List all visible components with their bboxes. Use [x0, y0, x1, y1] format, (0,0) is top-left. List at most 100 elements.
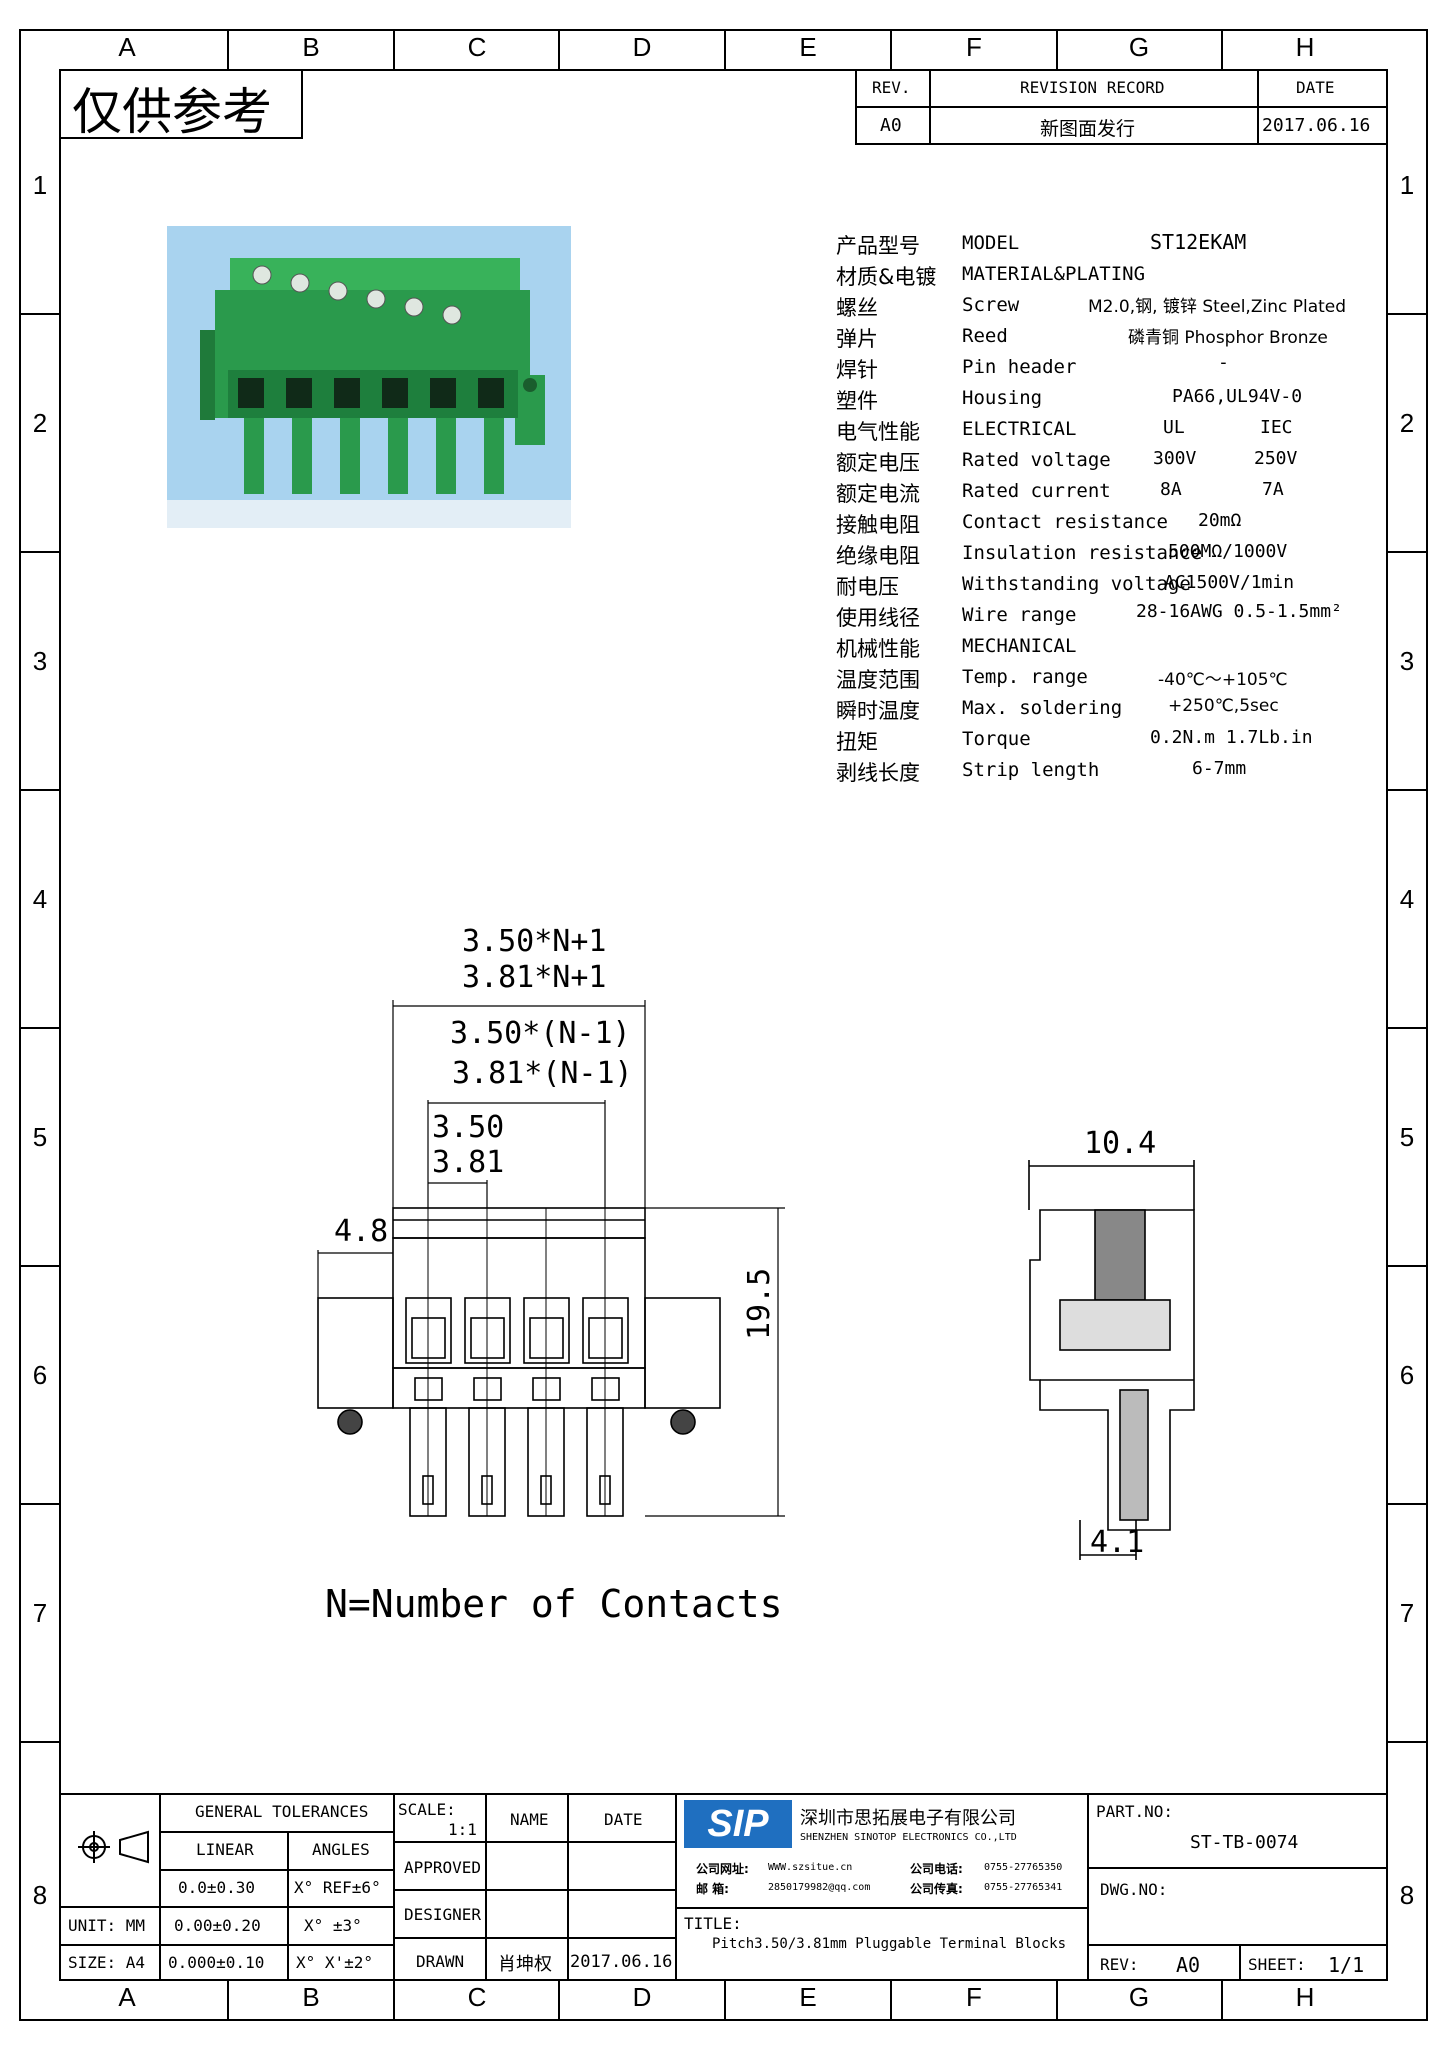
spec-pin-value: - — [1218, 352, 1229, 373]
zone-col-e: E — [799, 32, 817, 62]
part-no-label: PART.NO: — [1096, 1802, 1174, 1821]
dim-flange: 4.8 — [334, 1214, 389, 1249]
drawn-label: DRAWN — [416, 1952, 465, 1971]
zone-row-6: 6 — [32, 1360, 48, 1390]
zone-col-c: C — [467, 32, 487, 62]
company-logo: SIP — [684, 1800, 792, 1848]
linear-label: LINEAR — [196, 1840, 254, 1859]
dim-pitch-381: 3.81 — [432, 1145, 505, 1180]
spec-withstand-value: AC1500V/1min — [1164, 572, 1295, 593]
spec-insulation-en: Insulation resistance — [962, 542, 1203, 564]
spec-solder-cn: 瞬时温度 — [836, 699, 920, 723]
rev-label-tb: REV: — [1100, 1955, 1139, 1974]
spec-wire-en: Wire range — [962, 604, 1077, 626]
zone-row-3: 3 — [32, 646, 48, 676]
zone-row-1-right: 1 — [1399, 170, 1415, 200]
zone-row-6-right: 6 — [1399, 1360, 1415, 1390]
tel-label: 公司电话: — [910, 1862, 963, 1876]
spec-electrical-iec: IEC — [1260, 417, 1293, 438]
spec-wire-value: 28-16AWG 0.5-1.5mm² — [1136, 601, 1342, 622]
zone-col-e-bottom: E — [799, 1982, 817, 2012]
spec-contact-cn: 接触电阻 — [836, 513, 920, 537]
spec-pin-cn: 焊针 — [836, 358, 878, 382]
dim-total-381: 3.81*N+1 — [462, 960, 607, 995]
drawn-date: 2017.06.16 — [570, 1952, 673, 1972]
projection-symbol — [78, 1830, 149, 1864]
dim-pin: 4.1 — [1090, 1525, 1145, 1560]
angle-tol-2: X° ±3° — [304, 1916, 362, 1935]
mail-label: 邮 箱: — [696, 1882, 729, 1896]
zone-col-g-bottom: G — [1128, 1982, 1150, 2012]
date-col-header: DATE — [604, 1810, 643, 1829]
dim-pitch-n1-350: 3.50*(N-1) — [450, 1016, 631, 1051]
drawn-name: 肖坤权 — [498, 1954, 552, 1975]
spec-insulation-cn: 绝缘电阻 — [836, 544, 920, 568]
spec-material-en: MATERIAL&PLATING — [962, 263, 1146, 285]
angle-tol-1: X° REF±6° — [294, 1878, 381, 1897]
zone-col-b-bottom: B — [302, 1982, 320, 2012]
dwg-no-label: DWG.NO: — [1100, 1880, 1168, 1899]
spec-reed-value: 磷青铜 Phosphor Bronze — [1128, 328, 1328, 348]
zone-row-4: 4 — [32, 884, 48, 914]
company-name-cn: 深圳市思拓展电子有限公司 — [800, 1808, 1016, 1829]
zone-row-3-right: 3 — [1399, 646, 1415, 676]
spec-temp-en: Temp. range — [962, 666, 1088, 688]
spec-voltage-cn: 额定电压 — [836, 451, 920, 475]
designer-label: DESIGNER — [404, 1905, 482, 1924]
zone-col-h-bottom: H — [1295, 1982, 1315, 2012]
approved-label: APPROVED — [404, 1858, 482, 1877]
spec-temp-value: -40℃～+105℃ — [1158, 670, 1288, 690]
name-header: NAME — [510, 1810, 549, 1829]
spec-voltage-en: Rated voltage — [962, 449, 1111, 471]
zone-col-g: G — [1128, 32, 1150, 62]
zone-col-f-bottom: F — [966, 1982, 982, 2012]
spec-temp-cn: 温度范围 — [836, 668, 920, 692]
spec-torque-value: 0.2N.m 1.7Lb.in — [1150, 727, 1313, 748]
spec-solder-value: +250℃,5sec — [1168, 696, 1279, 716]
scale-label: SCALE: — [398, 1800, 456, 1819]
spec-voltage-iec: 250V — [1254, 448, 1298, 469]
spec-wire-cn: 使用线径 — [836, 606, 920, 630]
angle-tol-3: X° X'±2° — [296, 1953, 374, 1972]
rev-value-tb: A0 — [1176, 1953, 1201, 1977]
revision-record-header: REVISION RECORD — [1020, 78, 1165, 97]
sheet-value: 1/1 — [1328, 1953, 1365, 1977]
linear-tol-2: 0.00±0.20 — [174, 1916, 261, 1935]
dim-total-350: 3.50*N+1 — [462, 924, 607, 959]
spec-current-ul: 8A — [1160, 479, 1182, 500]
spec-electrical-cn: 电气性能 — [836, 420, 920, 444]
unit-label: UNIT: MM — [68, 1916, 146, 1935]
zone-row-7-right: 7 — [1399, 1598, 1415, 1628]
zone-col-d: D — [632, 32, 652, 62]
revision-date-value: 2017.06.16 — [1262, 115, 1371, 136]
zone-row-4-right: 4 — [1399, 884, 1415, 914]
zone-col-b: B — [302, 32, 320, 62]
spec-model-value: ST12EKAM — [1150, 230, 1247, 254]
spec-reed-en: Reed — [962, 325, 1008, 347]
web-value: WWW.szsitue.cn — [768, 1862, 853, 1873]
spec-screw-cn: 螺丝 — [836, 296, 878, 320]
zone-col-d-bottom: D — [632, 1982, 652, 2012]
zone-row-5: 5 — [32, 1122, 48, 1152]
spec-strip-en: Strip length — [962, 759, 1100, 781]
spec-withstand-cn: 耐电压 — [836, 575, 899, 599]
spec-reed-cn: 弹片 — [836, 327, 878, 351]
revision-record-value: 新图面发行 — [1040, 118, 1136, 140]
size-label: SIZE: A4 — [68, 1953, 146, 1972]
spec-material-cn: 材质&电镀 — [836, 265, 937, 289]
title-label: TITLE: — [684, 1914, 742, 1933]
zone-row-1: 1 — [32, 170, 48, 200]
spec-housing-value: PA66,UL94V-0 — [1172, 386, 1303, 407]
fax-value: 0755-27765341 — [984, 1882, 1063, 1893]
spec-insulation-value: 500MΩ/1000V — [1168, 541, 1288, 562]
spec-withstand-en: Withstanding voltage — [962, 573, 1191, 595]
side-view — [1028, 1160, 1195, 1560]
spec-solder-en: Max. soldering — [962, 697, 1123, 719]
dim-depth: 10.4 — [1084, 1126, 1157, 1161]
spec-electrical-ul: UL — [1163, 417, 1185, 438]
spec-current-cn: 额定电流 — [836, 482, 920, 506]
spec-voltage-ul: 300V — [1153, 448, 1197, 469]
rev-header: REV. — [872, 78, 911, 97]
front-view — [317, 1000, 785, 1517]
